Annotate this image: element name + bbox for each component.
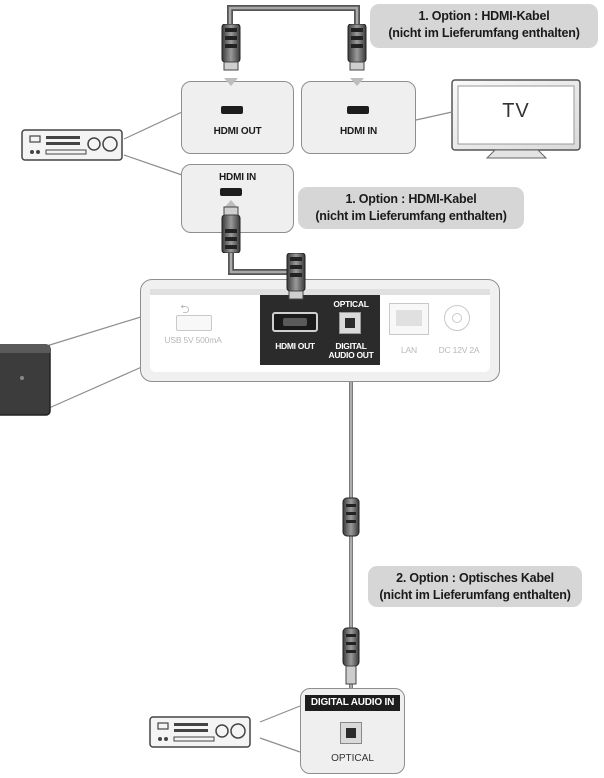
receiver-hdmi-out-box: [181, 81, 294, 154]
hdmi-plug-icon: [286, 253, 306, 300]
digital-audio-out-line2: AUDIO OUT: [328, 350, 374, 360]
usb-port: [176, 315, 212, 331]
hdmi-option-callout-top: 1. Option : HDMI-Kabel (nicht im Lieferu…: [370, 4, 598, 48]
arrow-down-icon: [350, 78, 364, 86]
dc-label: DC 12V 2A: [438, 345, 480, 355]
hdmi-plug-icon: [347, 24, 367, 71]
tv-icon: [451, 79, 581, 159]
hdmi-plug-icon: [221, 24, 241, 71]
callout-line1: 2. Option : Optisches Kabel: [396, 571, 554, 585]
hdmi-port-icon: [347, 106, 369, 114]
usb-icon: ⮌: [180, 302, 190, 316]
digital-audio-in-label: DIGITAL AUDIO IN: [310, 697, 395, 708]
optical-plug-icon: [342, 497, 360, 537]
hdmi-in-label: HDMI IN: [219, 172, 256, 183]
lan-label: LAN: [401, 345, 417, 355]
arrow-down-icon: [224, 78, 238, 86]
hdmi-out-label: HDMI OUT: [213, 126, 262, 137]
callout-line2: (nicht im Lieferumfang enthalten): [379, 588, 571, 602]
hdmi-port-icon: [220, 188, 242, 196]
digital-audio-out-line1: DIGITAL: [335, 341, 367, 351]
dc-power-port-icon: [444, 305, 470, 331]
arrow-up-icon: [224, 200, 238, 208]
hdmi-in-label: HDMI IN: [340, 126, 377, 137]
usb-label: USB 5V 500mA: [164, 335, 222, 345]
digital-audio-in-header: [305, 695, 400, 711]
callout-line2: (nicht im Lieferumfang enthalten): [388, 26, 580, 40]
player-device-icon: [0, 344, 51, 416]
hdmi-plug-icon: [221, 206, 241, 253]
av-receiver-icon: [21, 129, 123, 161]
hdmi-option-callout-middle: 1. Option : HDMI-Kabel (nicht im Lieferu…: [298, 187, 524, 229]
optical-in-label: OPTICAL: [331, 753, 374, 764]
hdmi-port-icon: [221, 106, 243, 114]
tv-screen-text: TV: [502, 100, 530, 122]
callout-line1: 1. Option : HDMI-Kabel: [345, 192, 477, 206]
player-hdmi-out-label: HDMI OUT: [275, 341, 315, 351]
optical-label: OPTICAL: [333, 299, 369, 309]
tv-hdmi-in-box: [301, 81, 416, 154]
optical-option-callout: 2. Option : Optisches Kabel (nicht im Li…: [368, 566, 582, 607]
av-receiver-icon: [149, 716, 251, 748]
callout-line2: (nicht im Lieferumfang enthalten): [315, 209, 507, 223]
optical-plug-icon: [342, 627, 360, 667]
callout-line1: 1. Option : HDMI-Kabel: [418, 9, 550, 23]
